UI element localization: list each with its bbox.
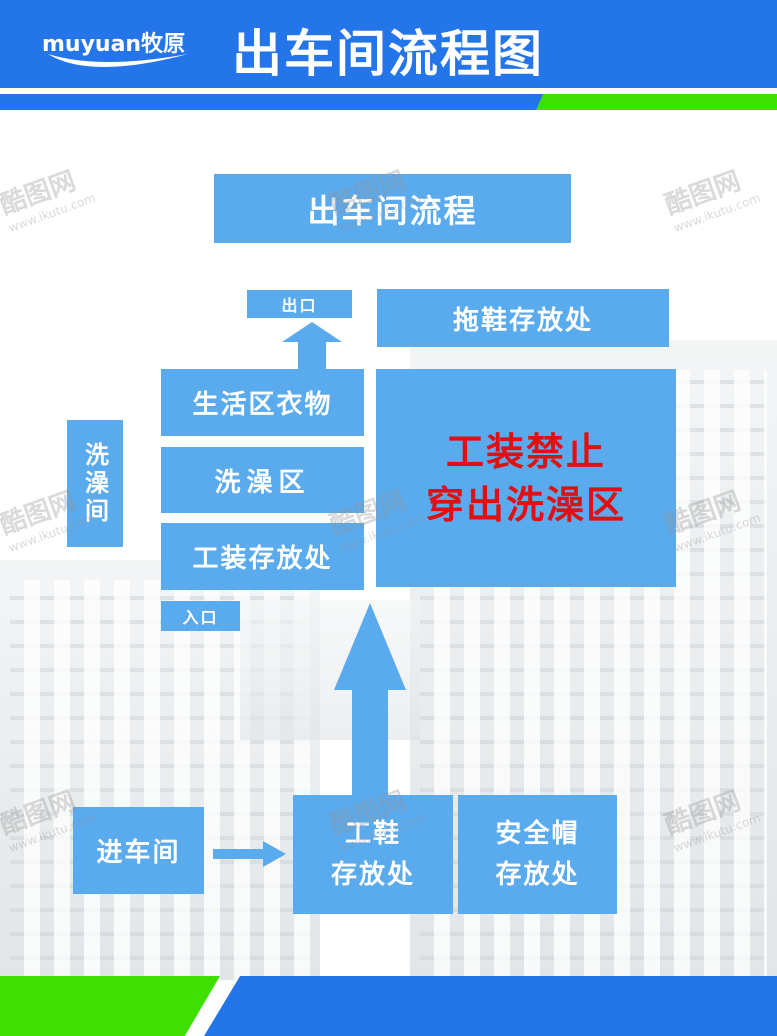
- header-bar: [0, 0, 777, 88]
- header-stripe-blue: [0, 94, 545, 110]
- helmet-storage-box: 安全帽 存放处: [458, 795, 617, 914]
- footer-blue: [204, 976, 777, 1036]
- uniform-storage-box: 工装存放处: [161, 523, 364, 590]
- slippers-storage-box: 拖鞋存放处: [377, 289, 669, 347]
- warning-box: 工装禁止 穿出洗澡区: [376, 369, 676, 587]
- entrance-box: 入口: [161, 601, 240, 631]
- arrow-up-exit-icon: [282, 322, 342, 370]
- footer-green: [0, 976, 220, 1036]
- arrow-right-icon: [213, 841, 286, 867]
- living-clothes-box: 生活区衣物: [161, 369, 364, 436]
- work-shoes-line-1: 工鞋: [344, 819, 401, 850]
- work-shoes-storage-box: 工鞋 存放处: [293, 795, 453, 914]
- work-shoes-line-2: 存放处: [330, 859, 415, 890]
- warning-line-2: 穿出洗澡区: [425, 482, 626, 527]
- enter-workshop-box: 进车间: [73, 807, 204, 894]
- page-title: 出车间流程图: [232, 24, 544, 83]
- helmet-line-1: 安全帽: [495, 819, 580, 850]
- header-logo: muyuan牧原: [42, 32, 186, 57]
- warning-line-1: 工装禁止: [445, 428, 606, 474]
- shower-area-box: 洗澡区: [161, 447, 364, 513]
- arrow-up-large-icon: [334, 603, 406, 796]
- helmet-line-2: 存放处: [495, 859, 580, 890]
- logo-swoosh-icon: [48, 54, 188, 67]
- header-stripe-green: [536, 94, 777, 110]
- exit-box: 出口: [247, 290, 352, 318]
- diagram-title: 出车间流程: [214, 174, 571, 243]
- shower-room-box: 洗澡间: [67, 420, 123, 547]
